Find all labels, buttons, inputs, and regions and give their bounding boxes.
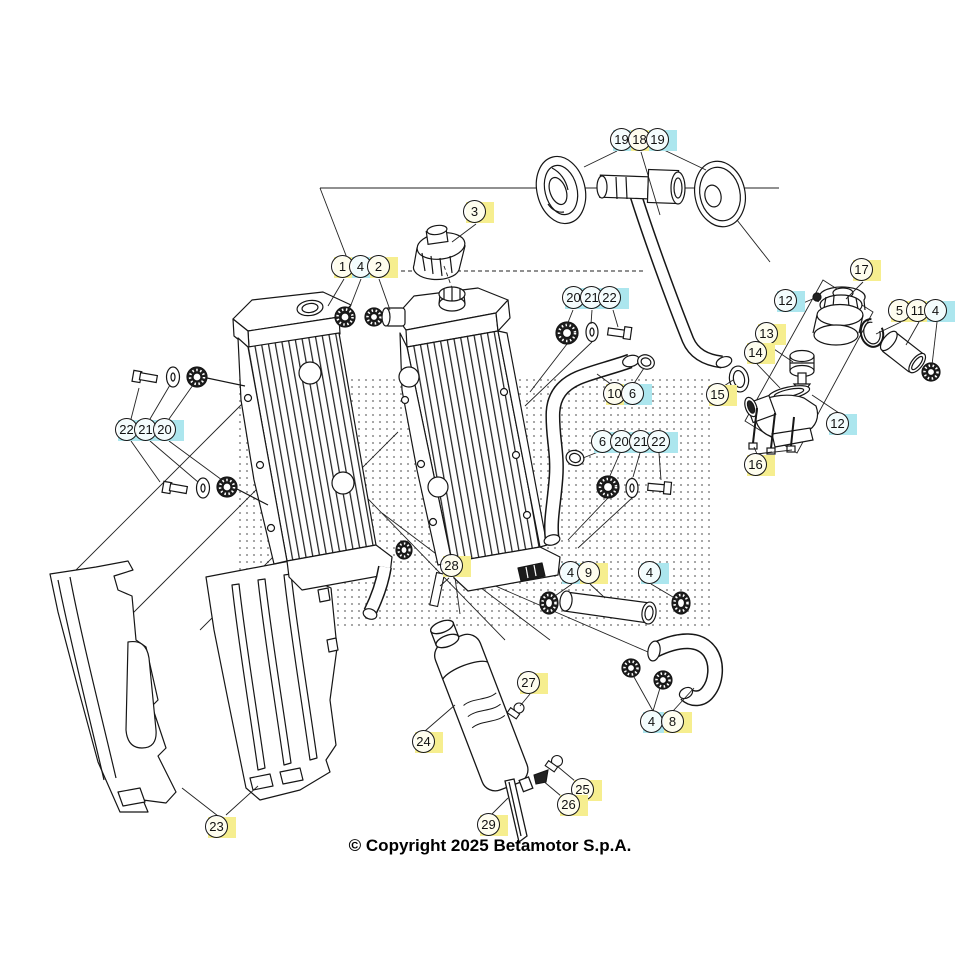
callout-circle: 4 <box>349 255 372 278</box>
callout-circle: 14 <box>744 341 767 364</box>
callout-20[interactable]: 20 <box>153 418 184 442</box>
callout-27[interactable]: 27 <box>517 671 548 695</box>
mount-fastener-set-upper-right <box>524 321 633 407</box>
callout-12[interactable]: 12 <box>774 289 805 313</box>
filler-cap-assembly <box>535 155 746 369</box>
callout-circle: 15 <box>706 383 729 406</box>
radiator-guard-right <box>205 555 339 801</box>
callout-circle: 2 <box>367 255 390 278</box>
fitting-grommet-set-top <box>334 306 406 328</box>
callout-circle: 6 <box>591 430 614 453</box>
callout-24[interactable]: 24 <box>412 730 443 754</box>
leader-lines <box>130 149 938 817</box>
callout-14[interactable]: 14 <box>744 341 775 365</box>
callout-17[interactable]: 17 <box>850 258 881 282</box>
callout-circle: 29 <box>477 813 500 836</box>
callout-20[interactable]: 20 <box>610 430 641 454</box>
callout-4[interactable]: 4 <box>638 561 669 585</box>
callout-19[interactable]: 19 <box>646 128 677 152</box>
callout-circle: 20 <box>562 286 585 309</box>
callout-circle: 11 <box>906 299 929 322</box>
mount-fastener-set-lower-right <box>567 475 673 549</box>
callout-15[interactable]: 15 <box>706 383 737 407</box>
callout-circle: 17 <box>850 258 873 281</box>
copyright-text: © Copyright 2025 Betamotor S.p.A. <box>348 836 632 855</box>
callout-circle: 24 <box>412 730 435 753</box>
callout-circle: 4 <box>638 561 661 584</box>
callout-29[interactable]: 29 <box>477 813 508 837</box>
callout-circle: 22 <box>598 286 621 309</box>
callout-circle: 4 <box>924 299 947 322</box>
callout-circle: 21 <box>580 286 603 309</box>
callout-circle: 18 <box>628 128 651 151</box>
callout-circle: 19 <box>646 128 669 151</box>
thermostat-assembly <box>744 279 874 455</box>
elbow-hose-group <box>621 633 723 707</box>
callout-12[interactable]: 12 <box>826 412 857 436</box>
callout-circle: 10 <box>603 382 626 405</box>
callout-circle: 27 <box>517 671 540 694</box>
pump-hose-group <box>859 318 941 382</box>
upper-radiator-hose <box>543 353 655 546</box>
callout-circle: 20 <box>610 430 633 453</box>
radiator-cap-spare <box>412 224 466 281</box>
callout-circle: 6 <box>621 382 644 405</box>
expansion-tank <box>429 619 534 844</box>
callout-circle: 12 <box>774 289 797 312</box>
callout-circle: 9 <box>577 561 600 584</box>
callout-2[interactable]: 2 <box>367 255 398 279</box>
mount-fastener-set-left-upper <box>131 366 246 388</box>
callout-8[interactable]: 8 <box>661 710 692 734</box>
callout-circle: 12 <box>826 412 849 435</box>
callout-circle: 8 <box>661 710 684 733</box>
callout-circle: 3 <box>463 200 486 223</box>
callout-21[interactable]: 21 <box>580 286 611 310</box>
radiator-left <box>232 291 413 620</box>
callout-circle: 16 <box>744 453 767 476</box>
callout-22[interactable]: 22 <box>647 430 678 454</box>
callout-circle: 4 <box>640 710 663 733</box>
radiator-guard-left <box>49 560 177 813</box>
callout-circle: 26 <box>557 793 580 816</box>
callout-9[interactable]: 9 <box>577 561 608 585</box>
callout-3[interactable]: 3 <box>463 200 494 224</box>
callout-28[interactable]: 28 <box>440 554 471 578</box>
callout-circle: 23 <box>205 815 228 838</box>
callout-22[interactable]: 22 <box>598 286 629 310</box>
callout-circle: 21 <box>134 418 157 441</box>
straight-hose-group <box>539 590 691 625</box>
mount-fastener-set-left-lower <box>161 476 269 506</box>
callout-13[interactable]: 13 <box>755 322 786 346</box>
radiator-right <box>395 286 561 592</box>
callout-23[interactable]: 23 <box>205 815 236 839</box>
hose-strip-28 <box>429 571 446 608</box>
callout-6[interactable]: 6 <box>621 382 652 406</box>
callout-circle: 22 <box>647 430 670 453</box>
callout-circle: 20 <box>153 418 176 441</box>
callout-circle: 28 <box>440 554 463 577</box>
callout-4[interactable]: 4 <box>924 299 955 323</box>
callout-16[interactable]: 16 <box>744 453 775 477</box>
callout-26[interactable]: 26 <box>557 793 588 817</box>
